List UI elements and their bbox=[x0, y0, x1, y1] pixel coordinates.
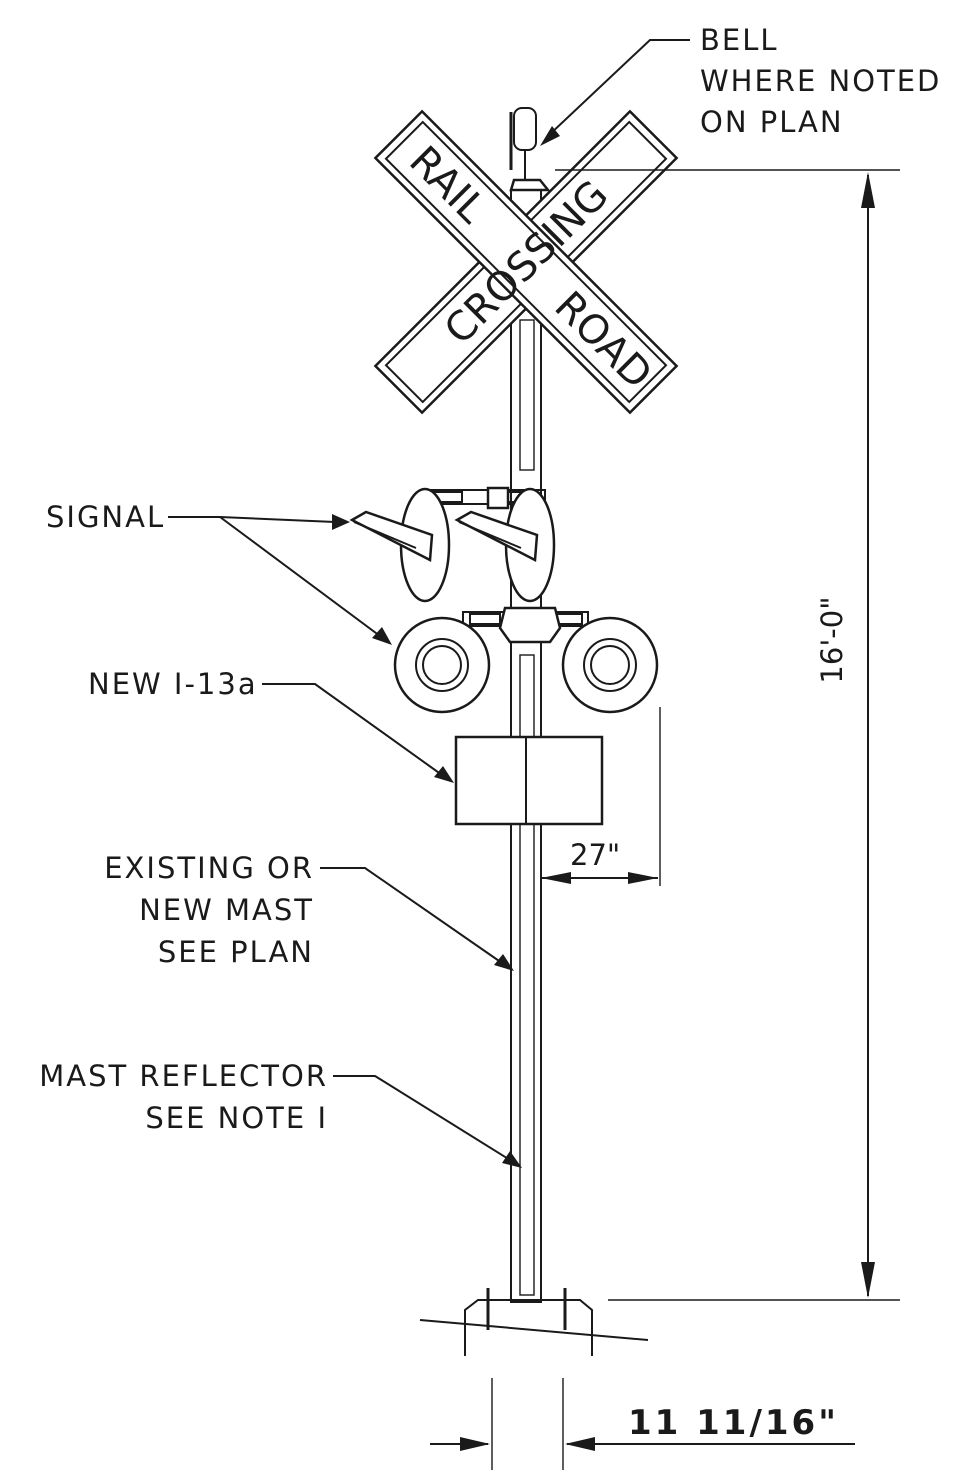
label-bell-line-2: WHERE NOTED bbox=[700, 64, 941, 98]
dimension-height-text: 16'-0" bbox=[815, 596, 849, 683]
label-bell-line-3: ON PLAN bbox=[700, 105, 844, 139]
upper-signal-heads bbox=[349, 486, 556, 603]
leader-lines bbox=[168, 39, 690, 1168]
label-mast-line-3: SEE PLAN bbox=[158, 935, 314, 969]
i-13a-sign-plate bbox=[454, 735, 604, 826]
label-new-sign: NEW I-13a bbox=[88, 667, 258, 701]
dimension-offset bbox=[541, 707, 661, 886]
label-bell-line-1: BELL bbox=[700, 23, 779, 57]
mast-reflector bbox=[519, 654, 535, 1296]
label-signal: SIGNAL bbox=[46, 500, 165, 534]
label-mast-line-1: EXISTING OR bbox=[104, 851, 314, 885]
foundation bbox=[419, 1288, 649, 1356]
dimension-base-width bbox=[430, 1378, 855, 1470]
dimension-height bbox=[555, 169, 900, 1301]
dimension-offset-text: 27" bbox=[570, 838, 620, 872]
label-reflector-line-1: MAST REFLECTOR bbox=[39, 1059, 328, 1093]
crossbuck-blade-railroad bbox=[373, 109, 679, 415]
label-mast-line-2: NEW MAST bbox=[139, 893, 314, 927]
dimension-base-width-text: 11 11/16" bbox=[628, 1403, 839, 1443]
lower-signal-heads bbox=[393, 606, 659, 714]
signal-lamp-right bbox=[561, 616, 659, 714]
bell bbox=[509, 107, 551, 192]
label-reflector-line-2: SEE NOTE I bbox=[145, 1101, 328, 1135]
signal-lamp-left bbox=[393, 616, 491, 714]
